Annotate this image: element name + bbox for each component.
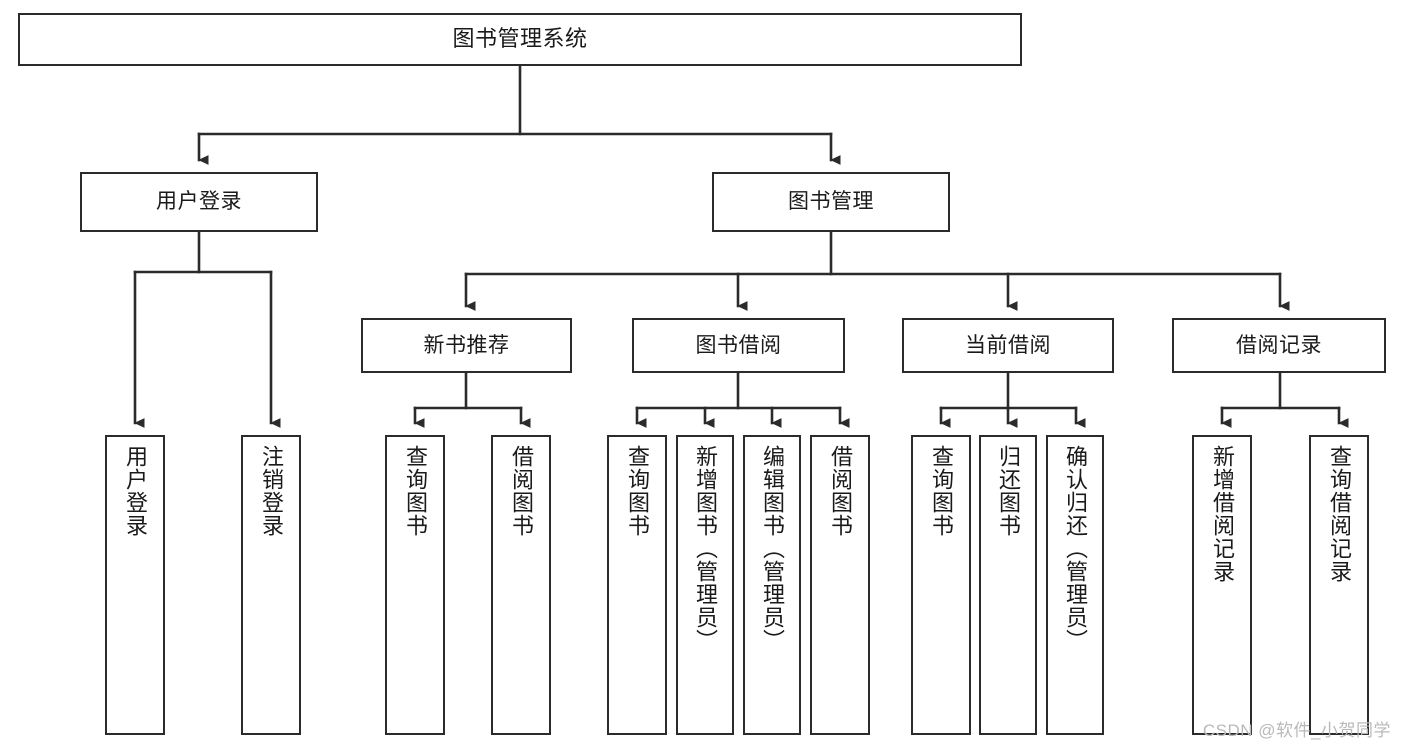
node-leaf-confirm-return[interactable]: 确认归还（管理员） <box>1046 435 1104 735</box>
node-book-manage[interactable]: 图书管理 <box>712 172 950 232</box>
node-leaf-borrow-book-2[interactable]: 借阅图书 <box>810 435 870 735</box>
node-leaf-return-book[interactable]: 归还图书 <box>979 435 1037 735</box>
node-leaf-query-record[interactable]: 查询借阅记录 <box>1309 435 1369 735</box>
node-leaf-query-record-label: 查询借阅记录 <box>1326 445 1352 583</box>
node-leaf-add-book[interactable]: 新增图书（管理员） <box>676 435 734 735</box>
node-book-borrow[interactable]: 图书借阅 <box>632 318 845 373</box>
node-leaf-borrow-book-1-label: 借阅图书 <box>508 445 534 537</box>
node-root-label: 图书管理系统 <box>452 26 588 52</box>
node-new-book-rec-label: 新书推荐 <box>423 333 510 357</box>
node-root[interactable]: 图书管理系统 <box>18 13 1022 66</box>
node-book-borrow-label: 图书借阅 <box>695 333 782 357</box>
node-borrow-record[interactable]: 借阅记录 <box>1172 318 1386 373</box>
node-leaf-query-book-3[interactable]: 查询图书 <box>911 435 971 735</box>
node-leaf-query-book-3-label: 查询图书 <box>928 445 954 537</box>
node-leaf-return-book-label: 归还图书 <box>995 445 1021 537</box>
watermark: CSDN @软件_小贺同学 <box>1202 721 1391 740</box>
node-current-borrow-label: 当前借阅 <box>965 333 1051 357</box>
node-leaf-add-record[interactable]: 新增借阅记录 <box>1192 435 1252 735</box>
node-current-borrow[interactable]: 当前借阅 <box>902 318 1114 373</box>
node-leaf-borrow-book-1[interactable]: 借阅图书 <box>491 435 551 735</box>
node-user-login[interactable]: 用户登录 <box>80 172 318 232</box>
node-leaf-query-book-1-label: 查询图书 <box>402 445 428 537</box>
node-leaf-query-book-2-label: 查询图书 <box>624 445 650 537</box>
node-leaf-edit-book[interactable]: 编辑图书（管理员） <box>743 435 801 735</box>
node-new-book-rec[interactable]: 新书推荐 <box>361 318 572 373</box>
node-leaf-add-book-label: 新增图书（管理员） <box>692 445 718 652</box>
node-leaf-logout-login[interactable]: 注销登录 <box>241 435 301 735</box>
node-leaf-borrow-book-2-label: 借阅图书 <box>827 445 853 537</box>
node-book-manage-label: 图书管理 <box>788 190 874 214</box>
node-leaf-logout-login-label: 注销登录 <box>258 445 284 537</box>
node-leaf-query-book-2[interactable]: 查询图书 <box>607 435 667 735</box>
node-leaf-user-login-label: 用户登录 <box>122 445 148 537</box>
node-leaf-user-login[interactable]: 用户登录 <box>105 435 165 735</box>
node-user-login-label: 用户登录 <box>156 190 242 214</box>
node-leaf-edit-book-label: 编辑图书（管理员） <box>759 445 785 652</box>
node-leaf-add-record-label: 新增借阅记录 <box>1209 445 1235 583</box>
node-leaf-query-book-1[interactable]: 查询图书 <box>385 435 445 735</box>
node-leaf-confirm-return-label: 确认归还（管理员） <box>1062 445 1088 652</box>
node-borrow-record-label: 借阅记录 <box>1236 333 1322 357</box>
